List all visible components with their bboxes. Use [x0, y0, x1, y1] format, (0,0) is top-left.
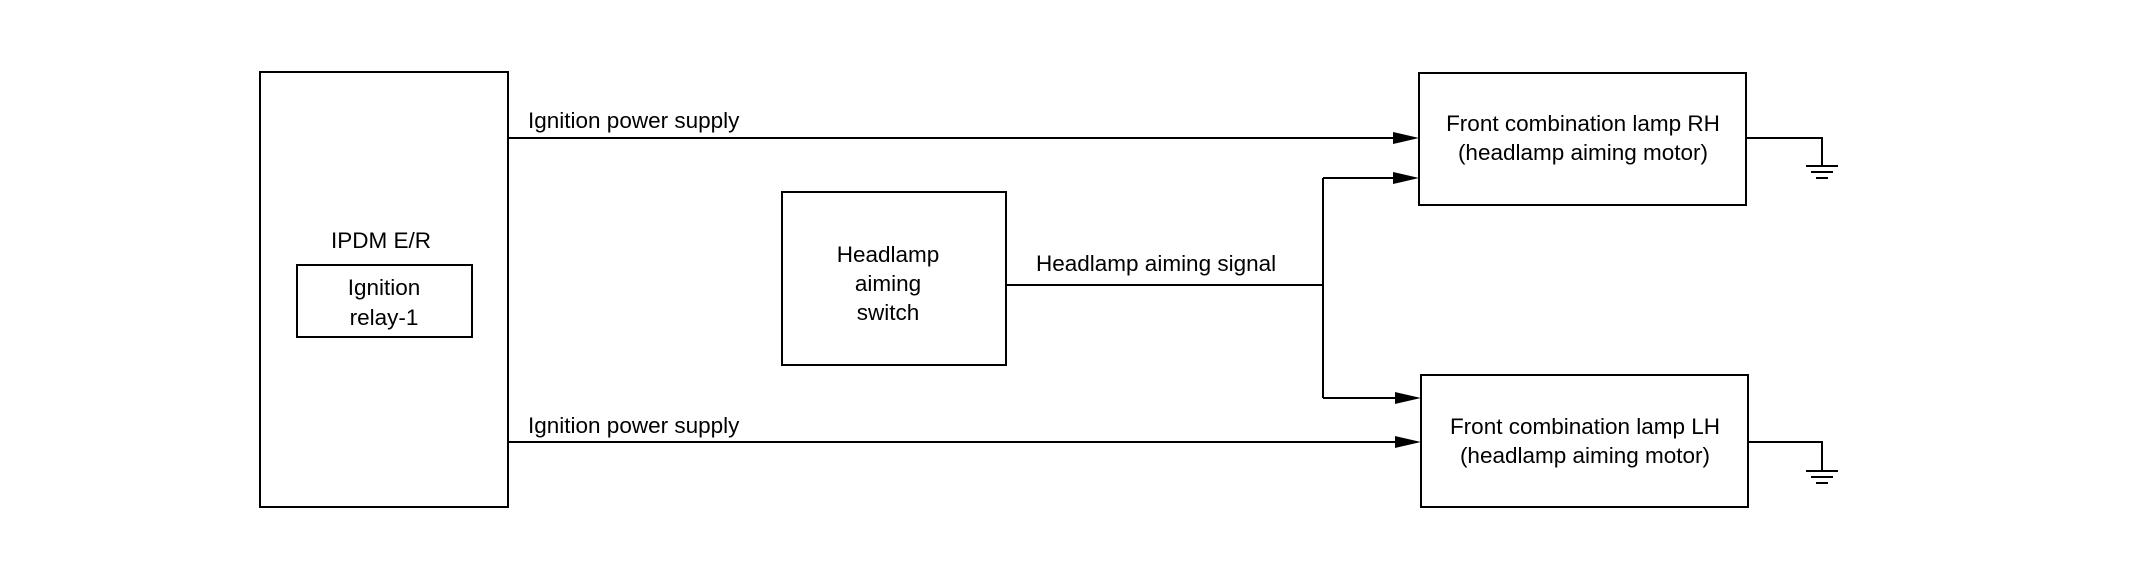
ground-lh	[1748, 441, 1838, 484]
front-combination-lamp-rh-block: Front combination lamp RH (headlamp aimi…	[1418, 72, 1747, 206]
ignition-power-supply-wire-top: Ignition power supply	[508, 108, 1419, 144]
lamp-rh-label-line1: Front combination lamp RH	[1446, 111, 1720, 136]
switch-label-line1: Headlamp	[837, 242, 940, 267]
ignition-relay-block: Ignition relay-1	[296, 264, 473, 338]
arrow-head-icon	[1395, 436, 1421, 448]
arrow-head-icon	[1395, 392, 1421, 404]
arrow-head-icon	[1393, 132, 1419, 144]
ground-rh	[1746, 137, 1838, 179]
front-combination-lamp-lh-block: Front combination lamp LH (headlamp aimi…	[1420, 374, 1749, 508]
switch-label-line3: switch	[857, 300, 920, 325]
ipdm-er-label: IPDM E/R	[331, 228, 431, 253]
switch-label-line2: aiming	[855, 271, 921, 296]
headlamp-aiming-switch-block: Headlamp aiming switch	[781, 191, 1007, 366]
lamp-lh-label-line1: Front combination lamp LH	[1450, 414, 1720, 439]
ground-icon	[1806, 470, 1838, 484]
ground-icon	[1806, 165, 1838, 179]
ignition-power-supply-wire-bottom: Ignition power supply	[508, 413, 1421, 448]
lamp-lh-label-line2: (headlamp aiming motor)	[1460, 443, 1710, 468]
lamp-rh-label-line2: (headlamp aiming motor)	[1458, 140, 1708, 165]
headlamp-aiming-signal-wire: Headlamp aiming signal	[1006, 172, 1421, 404]
ignition-relay-label-line1: Ignition	[348, 275, 421, 300]
ignition-relay-label-line2: relay-1	[350, 305, 419, 330]
ignition-power-supply-label-top: Ignition power supply	[528, 108, 740, 133]
ignition-power-supply-label-bottom: Ignition power supply	[528, 413, 740, 438]
arrow-head-icon	[1393, 172, 1419, 184]
headlamp-aiming-signal-label: Headlamp aiming signal	[1036, 251, 1276, 276]
